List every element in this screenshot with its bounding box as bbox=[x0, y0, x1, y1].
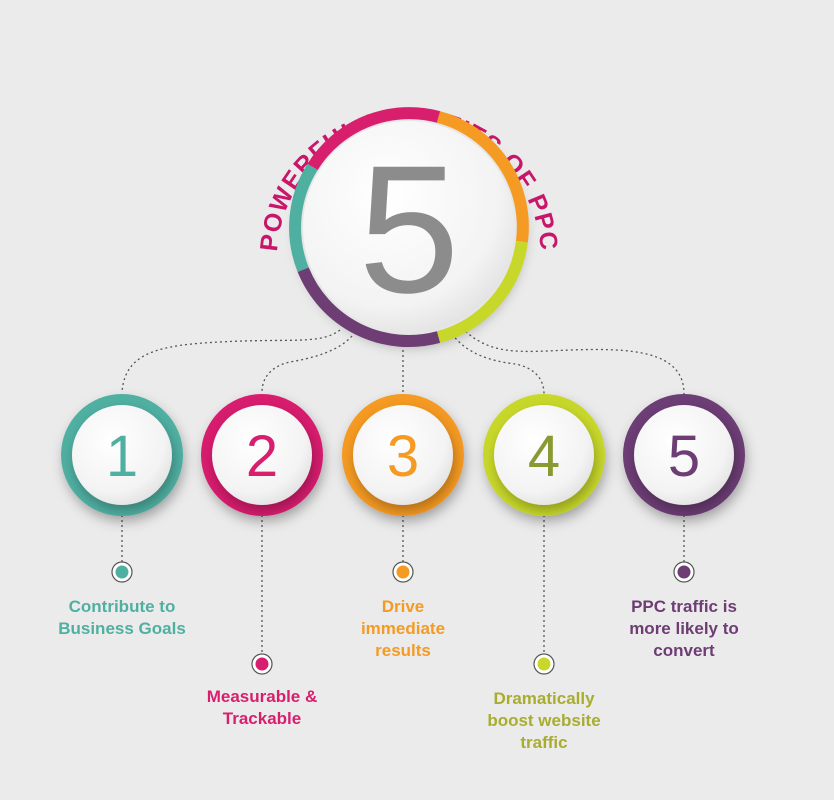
benefit-disc-5 bbox=[634, 405, 734, 505]
benefit-number-5: 5 bbox=[668, 424, 700, 489]
benefit-circle-2: 2 bbox=[201, 394, 323, 675]
bullet-dot-fill-5 bbox=[677, 565, 691, 579]
hub-ring-orange bbox=[436, 111, 529, 243]
benefit-number-1: 1 bbox=[106, 424, 138, 489]
benefit-number-3: 3 bbox=[387, 424, 419, 489]
hub-ring-lime bbox=[436, 240, 528, 343]
connector-2 bbox=[261, 335, 353, 393]
benefit-label-2: Measurable & Trackable bbox=[206, 687, 318, 728]
benefit-circle-5: 5 bbox=[623, 394, 745, 583]
central-hub: 5 bbox=[289, 107, 529, 347]
benefit-disc-3 bbox=[353, 405, 453, 505]
benefit-circle-1: 1 bbox=[61, 394, 183, 583]
hub-ring-purple bbox=[297, 267, 441, 347]
drop-lines bbox=[121, 515, 685, 654]
benefit-circle-3: 3 bbox=[342, 394, 464, 583]
connector-1 bbox=[121, 329, 341, 393]
connector-5 bbox=[461, 327, 685, 395]
benefit-disc-4 bbox=[494, 405, 594, 505]
benefit-number-2: 2 bbox=[246, 424, 278, 489]
benefit-label-1: Contribute to Business Goals bbox=[58, 597, 186, 638]
connector-lines bbox=[121, 327, 685, 395]
benefit-label-5: PPC traffic is more likely to convert bbox=[629, 597, 739, 660]
bullet-dot-fill-2 bbox=[255, 657, 269, 671]
benefit-circle-4: 4 bbox=[483, 394, 605, 675]
benefit-label-3: Drive immediate results bbox=[360, 597, 446, 660]
bullet-dot-fill-4 bbox=[537, 657, 551, 671]
benefit-label-4: Dramatically boost website traffic bbox=[487, 689, 601, 752]
hub-number: 5 bbox=[358, 127, 459, 331]
benefit-number-4: 4 bbox=[528, 424, 560, 489]
hub-ring-teal bbox=[289, 163, 318, 273]
connector-4 bbox=[451, 333, 545, 395]
benefit-circles: 1 2 3 4 5 bbox=[61, 394, 745, 675]
benefit-disc-2 bbox=[212, 405, 312, 505]
bullet-dot-fill-3 bbox=[396, 565, 410, 579]
benefit-disc-1 bbox=[72, 405, 172, 505]
hub-ring-magenta bbox=[307, 107, 441, 171]
bullet-dot-fill-1 bbox=[115, 565, 129, 579]
